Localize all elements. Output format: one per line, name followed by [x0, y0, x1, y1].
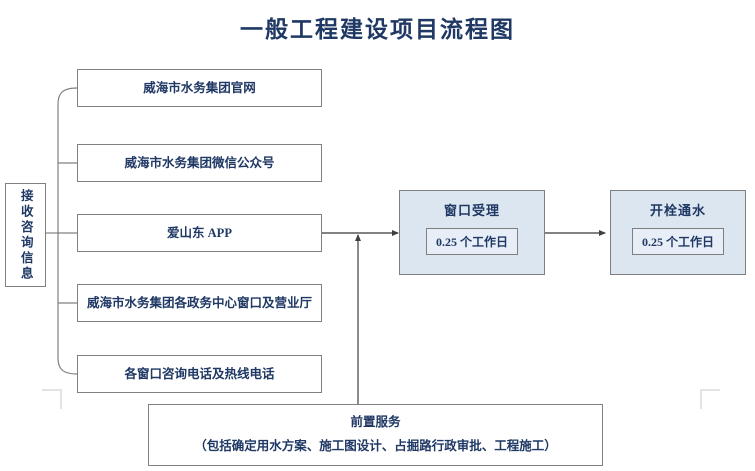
pre-service-title: 前置服务: [350, 415, 401, 430]
channel-box-4[interactable]: 威海市水务集团各政务中心窗口及营业厅: [77, 284, 322, 322]
page-title: 一般工程建设项目流程图: [240, 17, 515, 42]
process-duration-2: 0.25 个工作日: [631, 228, 724, 255]
channel-label-2: 威海市水务集团微信公众号: [124, 155, 275, 170]
channel-label-4: 威海市水务集团各政务中心窗口及营业厅: [86, 295, 312, 310]
pre-service-detail: （包括确定用水方案、施工图设计、占掘路行政审批、工程施工）: [194, 439, 557, 453]
channel-label-3: 爱山东 APP: [167, 225, 232, 240]
channel-label-1: 威海市水务集团官网: [143, 80, 256, 95]
process-box-window-acceptance[interactable]: 窗口受理 0.25 个工作日: [399, 190, 545, 275]
channel-box-3[interactable]: 爱山东 APP: [77, 214, 322, 252]
process-duration-1: 0.25 个工作日: [425, 228, 518, 255]
process-title-1: 窗口受理: [443, 203, 500, 218]
process-title-2: 开栓通水: [649, 203, 706, 218]
channel-box-1[interactable]: 威海市水务集团官网: [77, 69, 322, 107]
pre-service-box[interactable]: 前置服务 （包括确定用水方案、施工图设计、占掘路行政审批、工程施工）: [148, 404, 603, 466]
channel-box-2[interactable]: 威海市水务集团微信公众号: [77, 144, 322, 182]
channel-label-5: 各窗口咨询电话及热线电话: [124, 366, 275, 381]
canvas-corner-mark-bottom-right: [700, 389, 720, 409]
process-box-open-valve[interactable]: 开栓通水 0.25 个工作日: [610, 190, 746, 275]
channel-box-5[interactable]: 各窗口咨询电话及热线电话: [77, 355, 322, 393]
source-node-label: 接收咨询信息: [18, 188, 33, 282]
source-node-receive-inquiry[interactable]: 接收咨询信息: [5, 183, 46, 287]
brace-spine: [57, 87, 78, 375]
canvas-corner-mark-bottom-left: [42, 389, 62, 409]
